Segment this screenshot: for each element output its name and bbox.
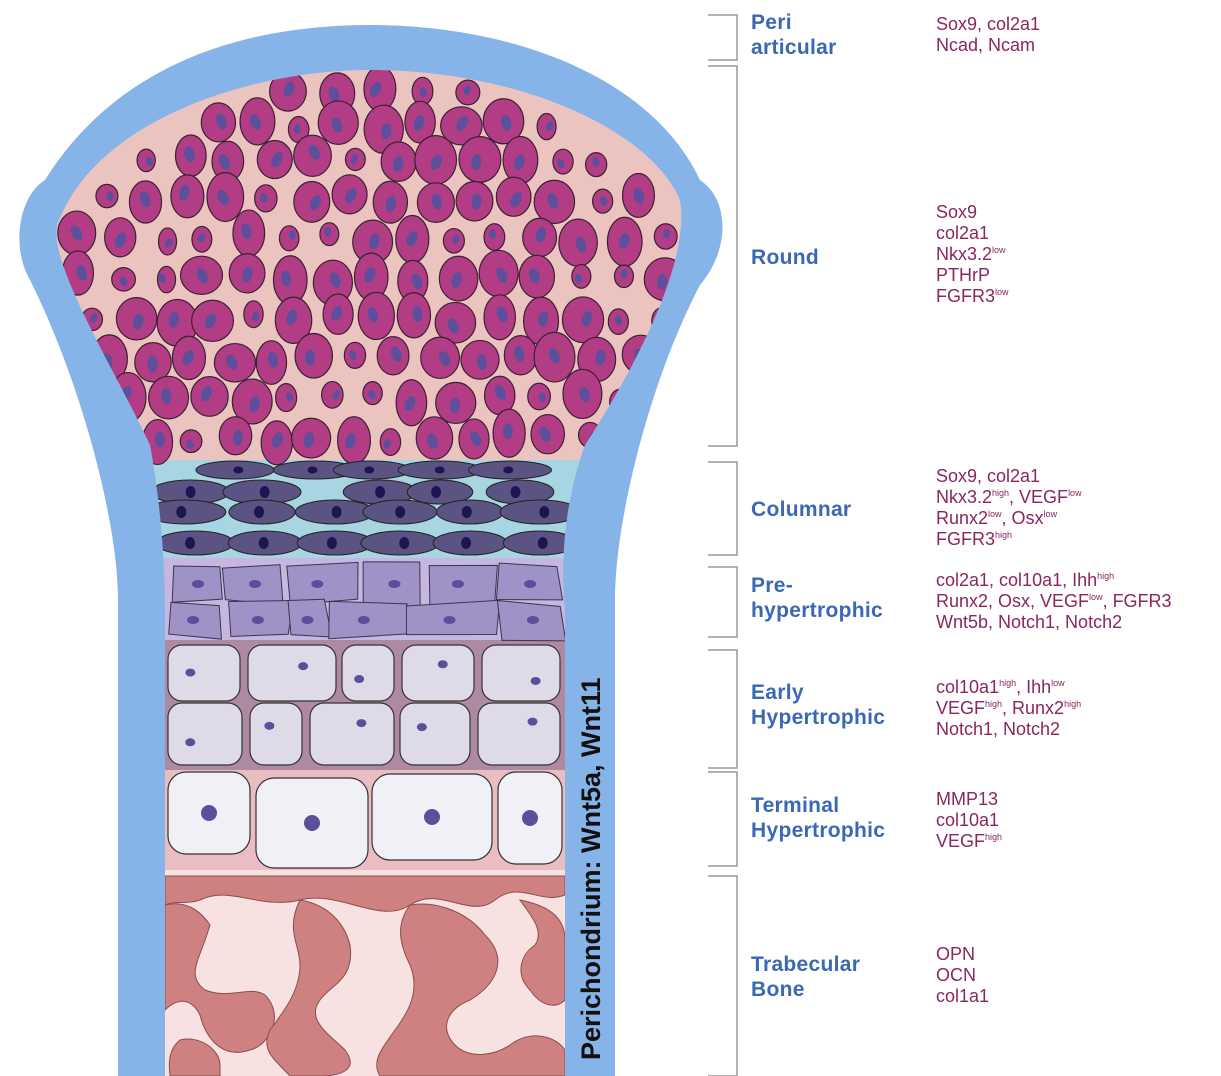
- zone-name-prehypertrophic: Pre- hypertrophic: [751, 573, 883, 623]
- marker-line: col1a1: [936, 986, 989, 1007]
- marker-line: Wnt5b, Notch1, Notch2: [936, 612, 1172, 633]
- markers-terminal-hypertrophic: MMP13 col10a1 VEGFhigh: [936, 789, 1002, 852]
- markers-early-hypertrophic: col10a1high, Ihhlow VEGFhigh, Runx2high …: [936, 677, 1081, 740]
- zone-name-round: Round: [751, 245, 819, 270]
- zone-name-line: Round: [751, 246, 819, 269]
- marker-line: Sox9: [936, 202, 1009, 223]
- marker-line: Runx2, Osx, VEGFlow, FGFR3: [936, 591, 1172, 612]
- marker-line: VEGFhigh, Runx2high: [936, 698, 1081, 719]
- marker-line: Sox9, col2a1: [936, 14, 1040, 35]
- markers-prehypertrophic: col2a1, col10a1, Ihhhigh Runx2, Osx, VEG…: [936, 570, 1172, 633]
- zone-name-line: Hypertrophic: [751, 819, 885, 842]
- marker-line: FGFR3high: [936, 529, 1082, 550]
- zone-name-line: Terminal: [751, 794, 839, 817]
- marker-line: col10a1: [936, 810, 1002, 831]
- marker-line: col10a1high, Ihhlow: [936, 677, 1081, 698]
- zone-name-line: articular: [751, 36, 837, 59]
- markers-periarticular: Sox9, col2a1 Ncad, Ncam: [936, 14, 1040, 56]
- marker-line: OPN: [936, 944, 989, 965]
- marker-line: col2a1: [936, 223, 1009, 244]
- zone-name-line: Peri: [751, 11, 792, 34]
- marker-line: Sox9, col2a1: [936, 466, 1082, 487]
- marker-line: VEGFhigh: [936, 831, 1002, 852]
- marker-line: Notch1, Notch2: [936, 719, 1081, 740]
- marker-line: Runx2low, Osxlow: [936, 508, 1082, 529]
- zone-name-line: Trabecular: [751, 953, 860, 976]
- marker-line: PTHrP: [936, 265, 1009, 286]
- markers-columnar: Sox9, col2a1 Nkx3.2high, VEGFlow Runx2lo…: [936, 466, 1082, 550]
- zone-name-line: Bone: [751, 978, 805, 1001]
- zone-name-trabecular-bone: Trabecular Bone: [751, 952, 860, 1002]
- markers-round: Sox9 col2a1 Nkx3.2low PTHrP FGFR3low: [936, 202, 1009, 307]
- marker-line: Nkx3.2low: [936, 244, 1009, 265]
- marker-line: col2a1, col10a1, Ihhhigh: [936, 570, 1172, 591]
- zone-name-columnar: Columnar: [751, 497, 851, 522]
- markers-trabecular-bone: OPN OCN col1a1: [936, 944, 989, 1007]
- marker-line: OCN: [936, 965, 989, 986]
- marker-line: MMP13: [936, 789, 1002, 810]
- zone-name-terminal-hypertrophic: Terminal Hypertrophic: [751, 793, 885, 843]
- marker-line: Nkx3.2high, VEGFlow: [936, 487, 1082, 508]
- zone-name-line: Columnar: [751, 498, 851, 521]
- zone-name-early-hypertrophic: Early Hypertrophic: [751, 680, 885, 730]
- marker-line: Ncad, Ncam: [936, 35, 1040, 56]
- zone-name-line: Pre-: [751, 574, 793, 597]
- zone-name-line: Early: [751, 681, 804, 704]
- zone-name-line: hypertrophic: [751, 599, 883, 622]
- marker-line: FGFR3low: [936, 286, 1009, 307]
- zone-name-line: Hypertrophic: [751, 706, 885, 729]
- zone-name-periarticular: Peri articular: [751, 10, 837, 60]
